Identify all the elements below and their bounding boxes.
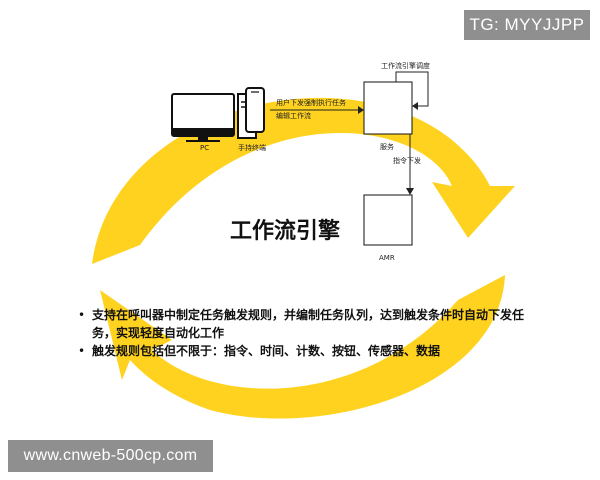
diagram-title: 工作流引擎 bbox=[229, 219, 340, 244]
feature-bullet-list: • 支持在呼叫器中制定任务触发规则，并编制任务队列，达到触发条件时自动下发任务，… bbox=[78, 306, 533, 360]
amr-node bbox=[363, 194, 413, 246]
bullet-text: 支持在呼叫器中制定任务触发规则，并编制任务队列，达到触发条件时自动下发任务，实现… bbox=[92, 308, 525, 340]
dispatch-label-line1: 用户下发强制执行任务 bbox=[276, 99, 346, 107]
watermark-url: www.cnweb-500cp.com bbox=[8, 440, 213, 472]
amr-label: AMR bbox=[379, 254, 395, 262]
pc-label: PC bbox=[200, 144, 210, 152]
schedule-label: 工作流引擎调度 bbox=[381, 62, 430, 70]
command-arrow bbox=[406, 134, 414, 195]
handheld-icon bbox=[245, 87, 265, 133]
dispatch-label-line2: 编辑工作流 bbox=[276, 112, 311, 120]
watermark-tg: TG: MYYJJPP bbox=[464, 10, 590, 40]
cycle-arrow-bottom bbox=[100, 275, 505, 419]
bullet-item: • 支持在呼叫器中制定任务触发规则，并编制任务队列，达到触发条件时自动下发任务，… bbox=[78, 306, 533, 342]
cycle-arrow-top bbox=[92, 97, 515, 264]
schedule-loop-arrow bbox=[395, 71, 429, 110]
bullet-dot: • bbox=[78, 344, 86, 358]
pc-icon bbox=[171, 93, 257, 142]
service-label: 服务 bbox=[380, 143, 394, 151]
service-node bbox=[363, 81, 413, 135]
bullet-dot: • bbox=[78, 308, 86, 322]
bullet-item: • 触发规则包括但不限于：指令、时间、计数、按钮、传感器、数据 bbox=[78, 342, 533, 360]
handheld-label: 手持终端 bbox=[238, 144, 266, 152]
command-label: 指令下发 bbox=[393, 157, 421, 165]
dispatch-arrow bbox=[270, 106, 364, 114]
bullet-text: 触发规则包括但不限于：指令、时间、计数、按钮、传感器、数据 bbox=[92, 344, 441, 358]
